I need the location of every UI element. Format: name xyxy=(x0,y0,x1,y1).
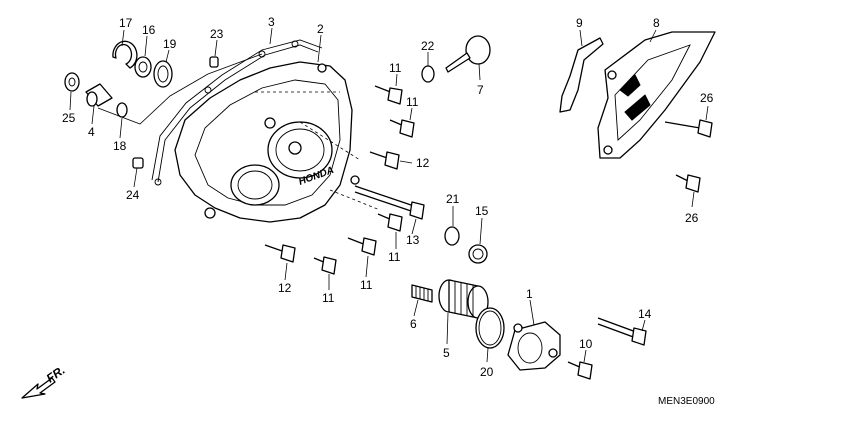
dowel-pin-23 xyxy=(209,56,219,68)
oil-seal-17 xyxy=(112,40,138,69)
callout-4: 4 xyxy=(88,125,95,139)
callout-11d: 11 xyxy=(360,278,373,292)
callout-3: 3 xyxy=(268,15,275,29)
bolt-11d xyxy=(347,237,377,256)
callout-7: 7 xyxy=(477,83,484,97)
left-crankcase-cover: HONDA xyxy=(174,61,360,223)
callout-15: 15 xyxy=(475,204,489,218)
callout-11e: 11 xyxy=(322,291,335,305)
front-direction-arrow-icon xyxy=(21,377,56,399)
callout-26a: 26 xyxy=(700,91,714,105)
callout-1: 1 xyxy=(526,287,533,301)
bolt-10 xyxy=(567,361,593,380)
callout-21: 21 xyxy=(446,192,460,206)
plate-9 xyxy=(559,37,604,113)
callout-17: 17 xyxy=(119,16,133,30)
callout-12b: 12 xyxy=(278,281,292,295)
o-ring-22 xyxy=(421,65,435,83)
callout-8: 8 xyxy=(653,16,660,30)
bolt-26b xyxy=(675,174,701,193)
callout-23: 23 xyxy=(210,27,224,41)
dowel-24 xyxy=(132,157,144,169)
callout-11a: 11 xyxy=(389,61,402,75)
drain-plug-15 xyxy=(468,244,488,264)
bolt-14 xyxy=(597,317,647,346)
callout-11c: 11 xyxy=(388,250,401,264)
diagram-code: MEN3E0900 xyxy=(658,396,715,407)
shaft-4 xyxy=(85,83,113,107)
callout-16: 16 xyxy=(142,23,156,37)
filter-cover-1 xyxy=(507,321,561,371)
callout-12a: 12 xyxy=(416,156,430,170)
oil-seal-16 xyxy=(134,56,152,78)
callout-10: 10 xyxy=(579,337,593,351)
callout-14: 14 xyxy=(638,307,652,321)
oil-filler-cap-7 xyxy=(445,35,491,73)
o-ring-20 xyxy=(475,307,505,349)
callout-5: 5 xyxy=(443,346,450,360)
callout-25: 25 xyxy=(62,111,76,125)
bolt-26a xyxy=(664,119,713,138)
bolt-11e xyxy=(313,256,337,275)
callout-13: 13 xyxy=(406,233,420,247)
callout-6: 6 xyxy=(410,317,417,331)
callout-24: 24 xyxy=(126,188,140,202)
o-ring-18 xyxy=(116,102,128,118)
callout-9: 9 xyxy=(576,16,583,30)
bolt-11a xyxy=(374,85,403,105)
bearing-19 xyxy=(153,60,173,88)
bolt-12a xyxy=(369,151,400,170)
sprocket-cover-8 xyxy=(597,31,716,159)
o-ring-21 xyxy=(444,226,460,246)
callout-26b: 26 xyxy=(685,211,699,225)
callout-20: 20 xyxy=(480,365,494,379)
bolt-13 xyxy=(354,185,425,220)
bolt-12b xyxy=(264,244,296,263)
callout-22: 22 xyxy=(421,39,435,53)
seal-25 xyxy=(64,72,80,92)
bolt-11b xyxy=(389,119,415,138)
callout-19: 19 xyxy=(163,37,177,51)
callout-11b: 11 xyxy=(406,95,419,109)
callout-2: 2 xyxy=(317,22,324,36)
callout-18: 18 xyxy=(113,139,127,153)
cover-gasket xyxy=(151,39,323,186)
bolt-11c xyxy=(377,213,403,232)
spring-6 xyxy=(411,284,433,303)
